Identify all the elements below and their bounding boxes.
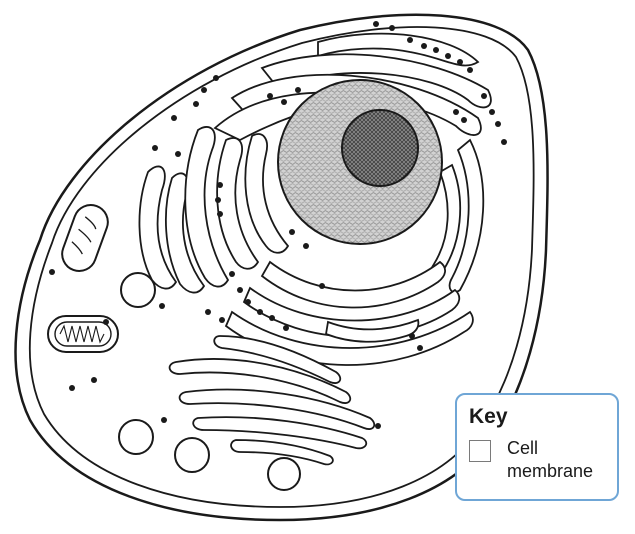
- key-item-label: Cell membrane: [507, 438, 594, 481]
- vesicles: [118, 272, 301, 491]
- nucleolus: [341, 109, 419, 187]
- key-item-checkbox[interactable]: [469, 440, 491, 462]
- key-legend: Key Cell membrane: [455, 393, 619, 501]
- key-title: Key: [469, 405, 508, 428]
- cell-membrane-inner: [28, 26, 535, 508]
- mitochondrion: [61, 204, 109, 272]
- key-item-cell-membrane[interactable]: Cell membrane: [469, 437, 605, 483]
- golgi-apparatus: [168, 335, 376, 466]
- ribosomes: [49, 21, 507, 429]
- mitochondrion: [47, 315, 119, 353]
